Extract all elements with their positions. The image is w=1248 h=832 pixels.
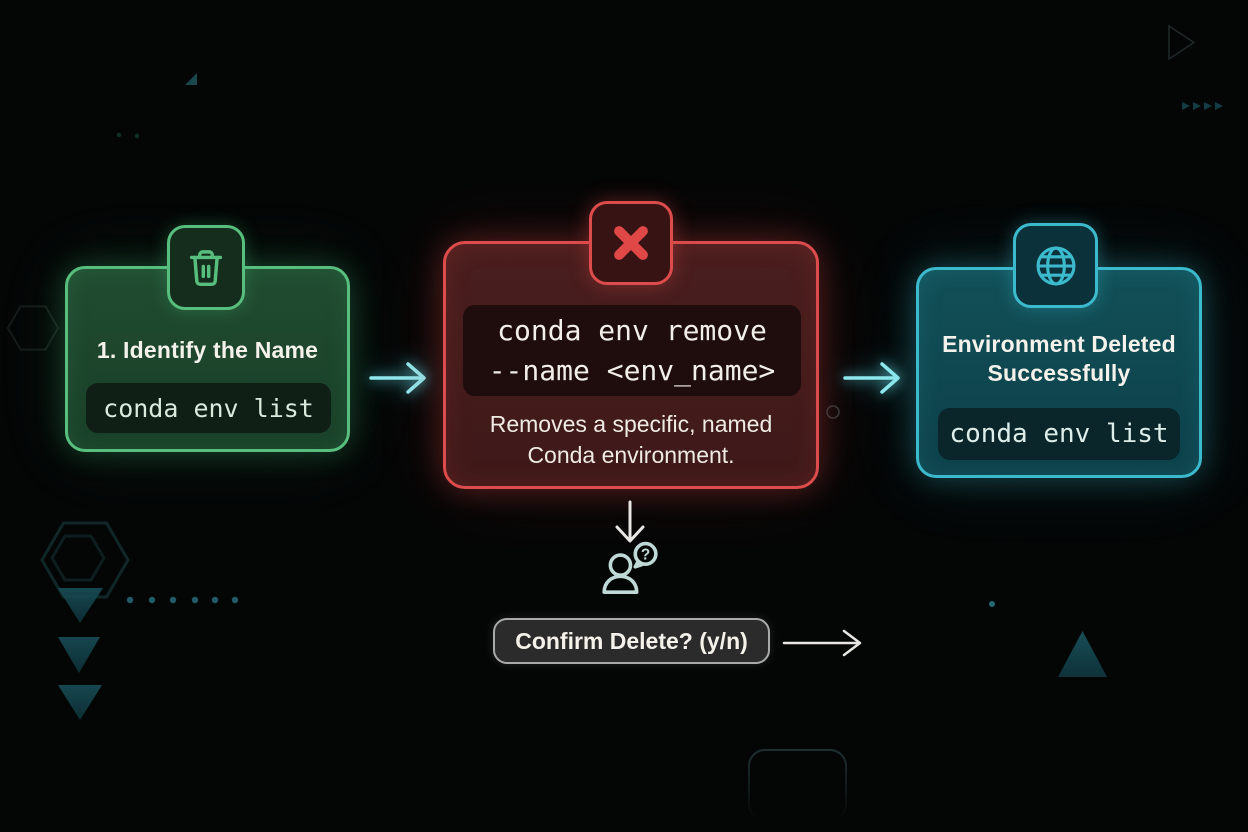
x-icon xyxy=(605,217,657,269)
confirm-delete-prompt: Confirm Delete? (y/n) xyxy=(493,618,770,664)
step2-description-line1: Removes a specific, named xyxy=(489,411,773,437)
step3-title-line2: Successfully xyxy=(987,360,1131,386)
triangle-column-bottom-left xyxy=(58,588,103,720)
trash-icon xyxy=(183,245,229,291)
step2-code-chip: conda env remove --name <env_name> xyxy=(463,305,801,396)
small-dot-bottom-right xyxy=(989,601,995,607)
step1-title: 1. Identify the Name xyxy=(96,337,319,363)
step2-code-line1: conda env remove xyxy=(497,313,767,347)
small-arrow-triangles-top-right xyxy=(1182,102,1223,110)
arrow-right-icon xyxy=(366,356,438,400)
play-triangle-outline-top-right xyxy=(1168,24,1196,61)
circle-outline-mid xyxy=(826,405,840,419)
arrow-down-icon xyxy=(608,498,652,550)
dot-row-bottom-left xyxy=(126,596,239,604)
rounded-rect-outline-bottom xyxy=(748,749,847,821)
question-mark: ? xyxy=(641,546,650,563)
hexagon-outline-bottom-left xyxy=(40,521,130,599)
step1-code-chip: conda env list xyxy=(86,383,331,433)
step3-title: Environment Deleted Successfully xyxy=(919,330,1199,388)
step3-badge xyxy=(1013,223,1098,308)
step1-badge xyxy=(167,225,245,310)
confirm-delete-label: Confirm Delete? (y/n) xyxy=(515,627,748,654)
step3-code-text: conda env list xyxy=(949,419,1169,449)
user-question-icon: ? xyxy=(594,540,666,607)
faint-dots-upper-left xyxy=(116,132,140,139)
hexagon-outline-left xyxy=(6,305,60,351)
step3-title-line1: Environment Deleted xyxy=(942,331,1176,357)
step2-description-line2: Conda environment. xyxy=(527,442,735,468)
step3-code-chip: conda env list xyxy=(938,408,1180,460)
small-triangle-top-left xyxy=(185,73,197,85)
globe-icon xyxy=(1031,241,1081,291)
step1-code-text: conda env list xyxy=(103,393,314,423)
arrow-right-icon xyxy=(840,356,912,400)
arrow-right-icon xyxy=(780,625,872,661)
step2-description: Removes a specific, named Conda environm… xyxy=(446,409,816,471)
triangle-up-bottom-right xyxy=(1058,631,1107,677)
step2-code-line2: --name <env_name> xyxy=(488,353,776,387)
step2-badge xyxy=(589,201,673,285)
